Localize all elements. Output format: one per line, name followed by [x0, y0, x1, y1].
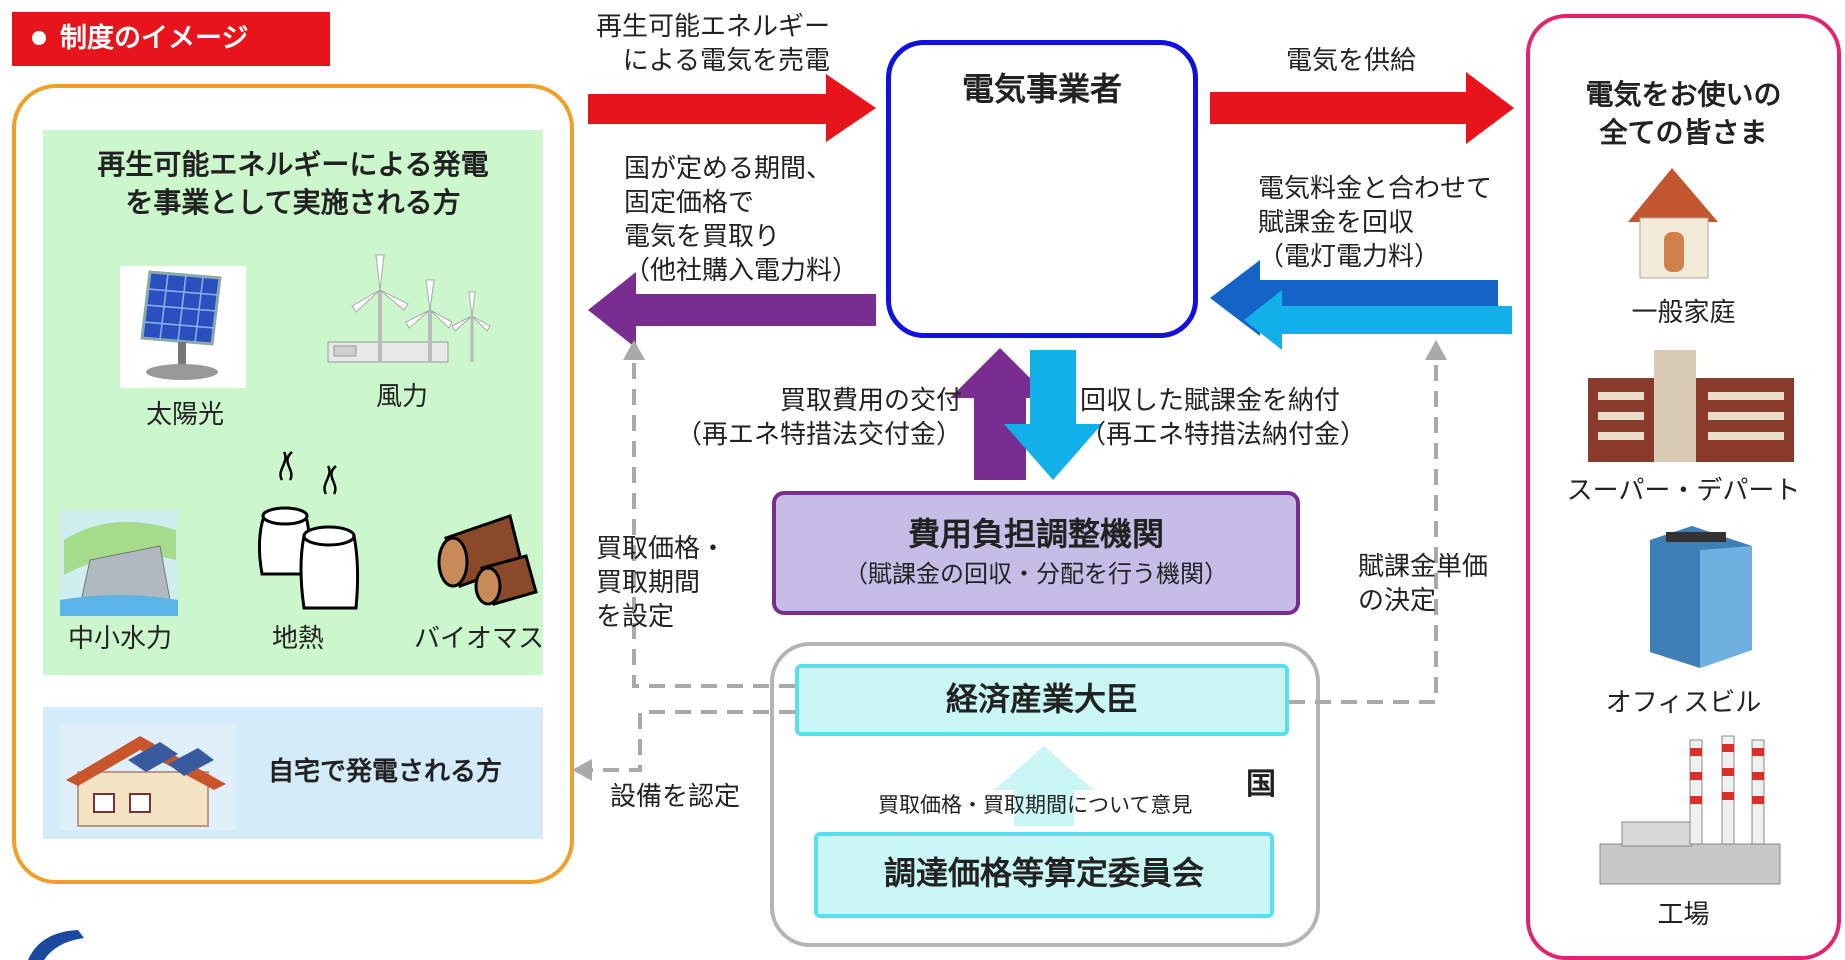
customers-panel	[1526, 14, 1841, 960]
levy-collection-arrow	[1244, 290, 1512, 350]
levy-price-label: 賦課金単価 の決定	[1358, 552, 1489, 616]
office-building-icon	[1650, 526, 1752, 668]
generators-header: 再生可能エネルギーによる発電 を事業として実施される方	[97, 148, 489, 219]
set-price-dashed-line	[632, 352, 795, 688]
committee-label: 調達価格等算定委員会	[883, 854, 1204, 892]
committee-box: 調達価格等算定委員会	[814, 832, 1274, 918]
government-box	[770, 642, 1320, 947]
buy-power-label: 国が定める期間、 固定価格で 電気を買取り （他社購入電力料）	[624, 154, 859, 286]
cost-adjustment-agency-box: 費用負担調整機関 （賦課金の回収・分配を行う機関）	[772, 491, 1300, 615]
supply-label: 電気を供給	[1286, 46, 1417, 76]
customer-household-label: 一般家庭	[1631, 298, 1736, 328]
agency-subtitle: （賦課金の回収・分配を行う機関）	[844, 560, 1228, 588]
customers-header: 電気をお使いの 全ての皆さま	[1585, 78, 1782, 149]
collect-label: 電気料金と合わせて 賦課金を回収 （電灯電力料）	[1258, 174, 1493, 272]
title-badge: 制度のイメージ	[12, 12, 330, 66]
biomass-label: バイオマス	[414, 624, 545, 654]
minister-box: 経済産業大臣	[795, 664, 1289, 736]
customer-office-label: オフィスビル	[1605, 688, 1762, 718]
customer-store-label: スーパー・デパート	[1566, 476, 1801, 506]
geothermal-label: 地熱	[272, 624, 325, 654]
set-price-label: 買取価格・ 買取期間 を設定	[596, 534, 727, 632]
hydro-dam-icon	[60, 510, 178, 616]
sell-power-arrow	[588, 74, 876, 142]
utility-title: 電気事業者	[961, 70, 1122, 108]
minister-label: 経済産業大臣	[945, 680, 1138, 718]
opinion-arrow	[994, 746, 1094, 826]
customer-factory-label: 工場	[1657, 900, 1710, 930]
levy-collection-arrow-back	[1210, 260, 1498, 336]
government-label: 国	[1246, 767, 1276, 802]
solar-panel-icon	[120, 266, 246, 388]
agency-title: 費用負担調整機関	[907, 515, 1164, 553]
biomass-log-icon	[437, 514, 538, 606]
certify-label: 設備を認定	[610, 782, 741, 812]
rooftop-solar-house-icon	[60, 724, 236, 830]
utility-box	[886, 40, 1198, 338]
home-generators-label: 自宅で発電される方	[268, 757, 503, 787]
bullet-icon	[32, 30, 46, 45]
purchase-payment-arrow	[588, 272, 876, 348]
title-text: 制度のイメージ	[60, 23, 249, 54]
wind-label: 風力	[376, 382, 429, 412]
subsidy-label: 買取費用の交付 （再エネ特措法交付金）	[675, 386, 962, 450]
logo-icon	[28, 930, 84, 960]
pay-levy-arrow	[1004, 350, 1102, 480]
generators-panel	[12, 84, 574, 884]
sell-power-label: 再生可能エネルギー による電気を売電	[595, 12, 830, 76]
opinion-label: 買取価格・買取期間について意見	[878, 793, 1193, 817]
geothermal-icon	[257, 451, 360, 610]
certify-dashed-line	[584, 710, 795, 772]
wind-turbine-icon	[327, 254, 491, 363]
house-icon	[1628, 168, 1718, 279]
supply-power-arrow	[1210, 72, 1514, 144]
solar-label: 太陽光	[146, 400, 225, 430]
department-store-icon	[1588, 350, 1794, 462]
hydro-label: 中小水力	[68, 624, 173, 654]
factory-icon	[1599, 735, 1781, 885]
pay-levy-label: 回収した賦課金を納付 （再エネ特措法納付金）	[1080, 386, 1367, 450]
